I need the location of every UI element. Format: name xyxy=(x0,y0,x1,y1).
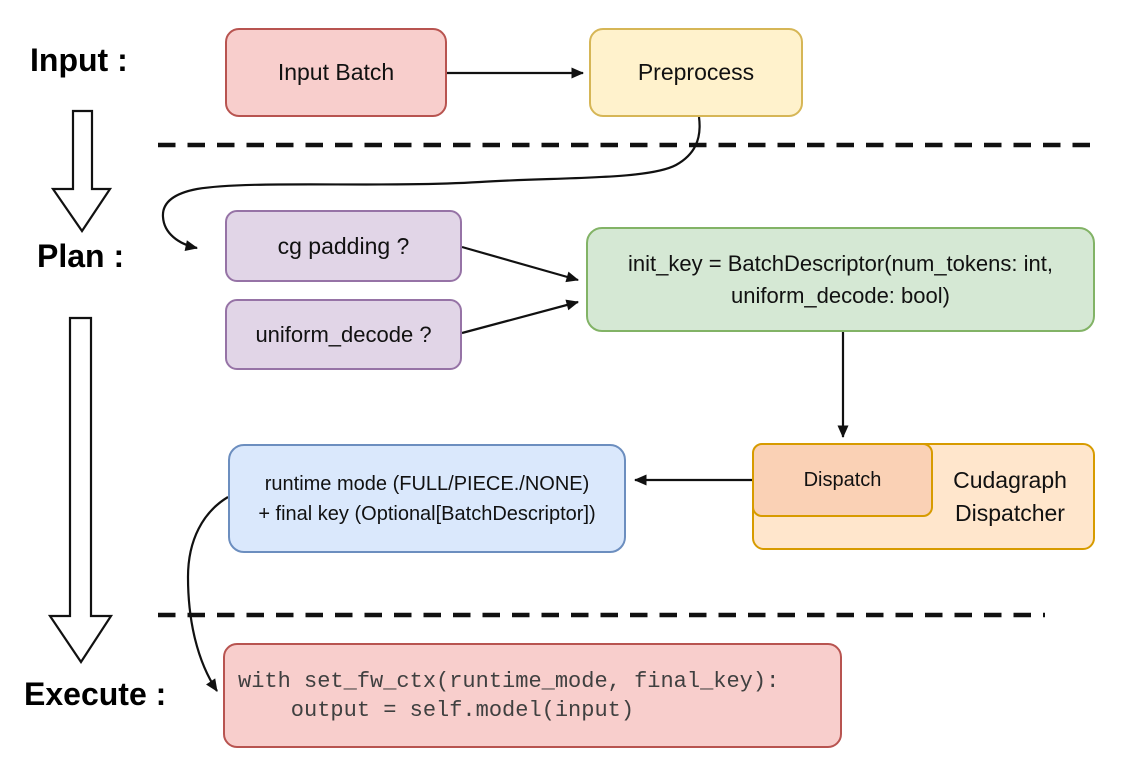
node-init-key-line1: init_key = BatchDescriptor(num_tokens: i… xyxy=(628,250,1053,276)
node-runtime-mode-line1: runtime mode (FULL/PIECE./NONE) xyxy=(264,472,590,495)
node-input-batch: Input Batch xyxy=(225,28,447,117)
phase-label-input: Input : xyxy=(30,42,128,78)
node-init-key: init_key = BatchDescriptor(num_tokens: i… xyxy=(586,227,1095,332)
node-execute-code-line1: with set_fw_ctx(runtime_mode, final_key)… xyxy=(238,668,780,694)
node-input-batch-label: Input Batch xyxy=(277,59,395,85)
node-dispatch: Dispatch xyxy=(752,443,933,517)
phase-label-execute: Execute : xyxy=(24,676,167,712)
node-uniform-decode-label: uniform_decode ? xyxy=(255,321,432,347)
cudagraph-line1: Cudagraph xyxy=(953,466,1067,493)
node-uniform-decode: uniform_decode ? xyxy=(225,299,462,370)
node-dispatch-label: Dispatch xyxy=(803,468,882,491)
connector-cgpadding-to-initkey xyxy=(461,245,579,283)
node-init-key-line2: uniform_decode: bool) xyxy=(731,282,950,308)
node-execute-code: with set_fw_ctx(runtime_mode, final_key)… xyxy=(223,643,842,748)
node-runtime-mode-line2: + final key (Optional[BatchDescriptor]) xyxy=(258,502,596,525)
phase-arrow-input-to-plan xyxy=(50,109,113,233)
connector-runtimemode-to-executecode xyxy=(186,496,229,692)
node-runtime-mode: runtime mode (FULL/PIECE./NONE) + final … xyxy=(228,444,626,553)
cudagraph-line2: Dispatcher xyxy=(955,499,1065,526)
node-execute-code-line2: output = self.model(input) xyxy=(238,697,635,723)
phase-label-plan: Plan : xyxy=(37,238,125,274)
node-cudagraph-dispatcher-label: Cudagraph Dispatcher xyxy=(927,464,1093,530)
node-preprocess: Preprocess xyxy=(589,28,803,117)
node-cg-padding: cg padding ? xyxy=(225,210,462,282)
node-cg-padding-label: cg padding ? xyxy=(277,232,410,259)
node-preprocess-label: Preprocess xyxy=(637,59,755,85)
connector-preprocess-to-cgpadding xyxy=(161,116,701,252)
connector-uniformdecode-to-initkey xyxy=(461,299,579,335)
phase-arrow-plan-to-execute xyxy=(47,316,114,664)
